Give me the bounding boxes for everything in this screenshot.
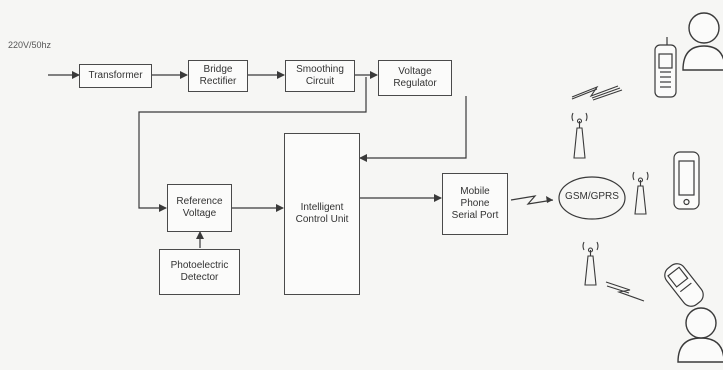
mobile-phone-icon: [661, 260, 707, 310]
mobile-phone-icon: [674, 152, 699, 209]
antenna-tower-icon: [583, 242, 598, 285]
photoelectric-detector-block: Photoelectric Detector: [159, 249, 240, 295]
intelligent-control-unit-block: Intelligent Control Unit: [284, 133, 360, 295]
antenna-tower-icon: [572, 113, 587, 158]
mobile-phone-icon: [655, 37, 676, 97]
lightning-signal-icon: [572, 86, 622, 100]
mobile-phone-serial-port-block: Mobile Phone Serial Port: [442, 173, 508, 235]
gsm-gprs-label: GSM/GPRS: [560, 191, 624, 202]
voltage-regulator-block: Voltage Regulator: [378, 60, 452, 96]
lightning-signal-icon: [606, 282, 644, 301]
smoothing-circuit-block: Smoothing Circuit: [285, 60, 355, 92]
transformer-block: Transformer: [79, 64, 152, 88]
regulator-to-control-line: [360, 96, 466, 158]
reference-voltage-block: Reference Voltage: [167, 184, 232, 232]
input-voltage-label: 220V/50hz: [8, 40, 51, 50]
person-icon: [678, 308, 723, 362]
person-icon: [683, 13, 723, 70]
antenna-tower-icon: [633, 172, 648, 214]
bridge-rectifier-block: Bridge Rectifier: [188, 60, 248, 92]
